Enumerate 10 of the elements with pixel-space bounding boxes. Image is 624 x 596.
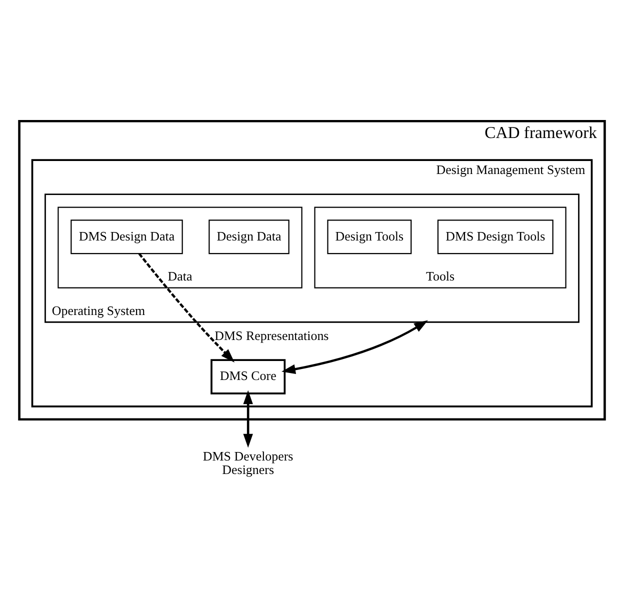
arrow	[243, 390, 253, 448]
node-box: Design Tools	[327, 219, 412, 254]
node-box: Design Data	[208, 219, 290, 254]
node-text: DMS Developers Designers	[202, 448, 294, 477]
node-box: DMS Design Data	[70, 219, 183, 254]
node-box: DMS Design Tools	[437, 219, 554, 254]
arrow	[282, 320, 428, 374]
arrow	[138, 252, 235, 362]
edge-label: DMS Representations	[214, 327, 329, 342]
node-box: DMS Core	[210, 358, 286, 394]
